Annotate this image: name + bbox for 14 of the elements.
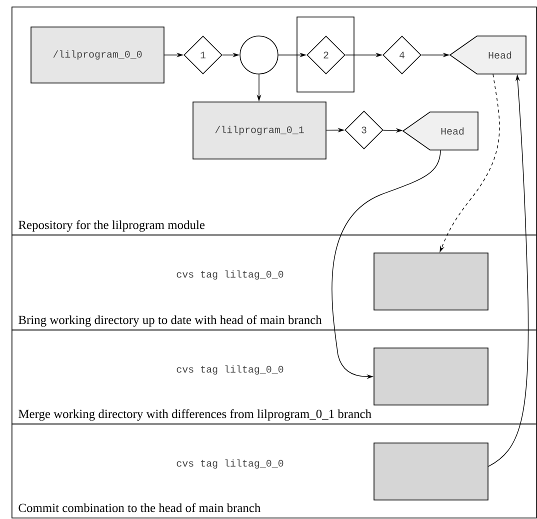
working-copy-box	[374, 442, 488, 500]
command-text: cvs tag liltag_0_0	[176, 365, 284, 375]
panel-heading: Repository for the lilprogram module	[18, 220, 205, 232]
panel-heading: Bring working directory up to date with head of main branch	[18, 315, 322, 327]
branch-point-circle	[240, 36, 278, 74]
working-copy-box	[374, 252, 488, 310]
command-text: cvs tag liltag_0_0	[176, 459, 284, 469]
working-copy-box	[374, 348, 488, 406]
command-text: cvs tag liltag_0_0	[176, 270, 284, 280]
highlight-frame	[296, 16, 354, 92]
panel-heading: Commit combination to the head of main branch	[18, 503, 261, 512]
branch-box: /lilprogram_0_1	[192, 102, 326, 160]
panel-heading: Merge working directory with differences from lilprogram_0_1 branch	[18, 409, 372, 421]
branch-box: /lilprogram_0_0	[30, 26, 164, 84]
